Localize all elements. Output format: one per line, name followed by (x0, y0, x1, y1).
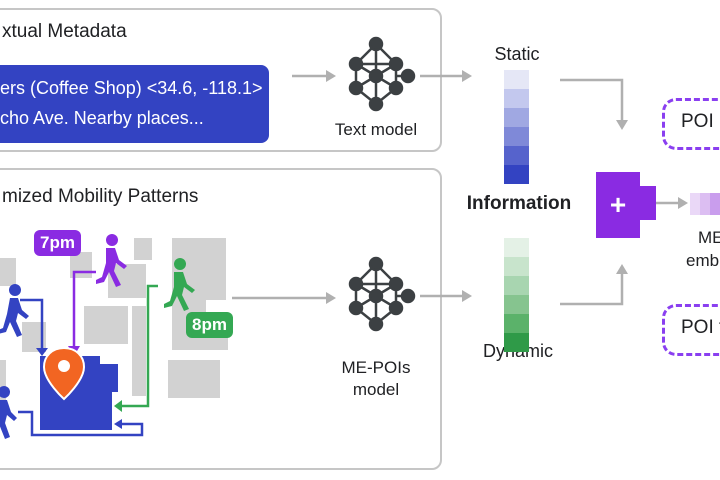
flow-arrows (232, 74, 678, 306)
embedding-cell (504, 127, 529, 146)
embedding-label-line2: emb (686, 251, 720, 270)
person-walking-icon (164, 258, 195, 311)
embedding-cell (504, 276, 529, 295)
embedding-cell (710, 193, 720, 215)
green-route (114, 284, 158, 412)
static-embedding-stack (504, 70, 529, 184)
panel-title: mized Mobility Patterns (2, 186, 199, 207)
person-walking-icon (0, 386, 17, 439)
me-pois-model-label-line1: ME-POIs (341, 358, 411, 377)
embedding-cell (504, 257, 529, 276)
poi-task-box-bottom: POI f (662, 304, 720, 356)
embedding-cell (504, 295, 529, 314)
embedding-cell (504, 146, 529, 165)
poi-task-label: POI i (681, 111, 720, 132)
plus-symbol: + (609, 189, 627, 220)
text-model-label: Text model (334, 120, 418, 139)
embedding-cell (504, 238, 529, 257)
panel-title: xtual Metadata (2, 21, 127, 42)
embedding-cell (504, 165, 529, 184)
static-label: Static (494, 44, 540, 64)
time-badge-8pm: 8pm (186, 312, 233, 338)
embedding-cell (504, 333, 529, 352)
embedding-cell (504, 70, 529, 89)
person-walking-icon (0, 284, 29, 337)
neural-network-icon (348, 36, 416, 112)
me-poi-embedding (690, 193, 720, 215)
metadata-text-box: ers (Coffee Shop) <34.6, -118.1> cho Ave… (0, 65, 269, 143)
embedding-label-line1: ME (698, 228, 720, 247)
person-walking-icon (96, 234, 127, 287)
plus-icon (596, 172, 656, 238)
arrow-heads (326, 70, 688, 304)
dynamic-embedding-stack (504, 238, 529, 352)
blue-route (18, 298, 144, 437)
poi-task-label: POI f (681, 317, 720, 338)
embedding-cell (700, 193, 710, 215)
embedding-cell (504, 108, 529, 127)
neural-network-icon (348, 256, 416, 332)
embedding-cell (690, 193, 700, 215)
information-label: Information (466, 193, 572, 214)
metadata-line-2: cho Ave. Nearby places... (0, 108, 204, 128)
metadata-line-1: ers (Coffee Shop) <34.6, -118.1> (0, 78, 263, 98)
location-pin-icon (42, 346, 86, 401)
time-badge-7pm: 7pm (34, 230, 81, 256)
embedding-cell (504, 89, 529, 108)
me-pois-model-label-line2: model (352, 380, 400, 399)
poi-task-box-top: POI i (662, 98, 720, 150)
embedding-cell (504, 314, 529, 333)
